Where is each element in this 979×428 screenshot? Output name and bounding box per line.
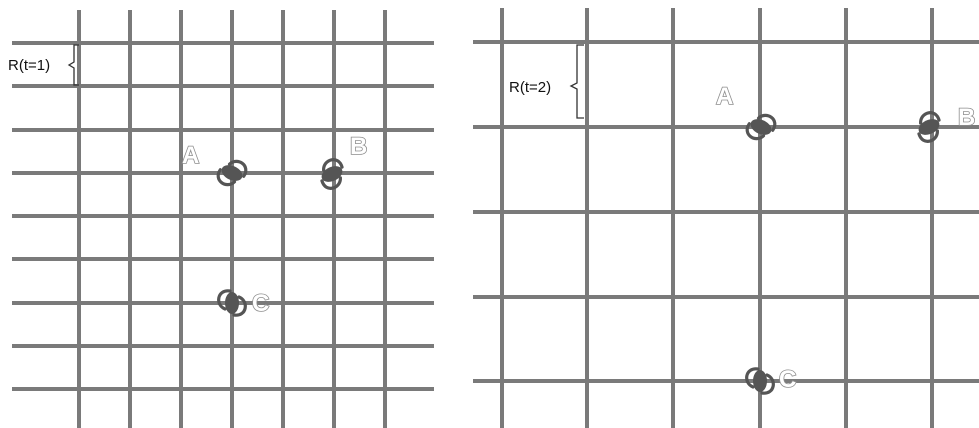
galaxy-a: A (182, 142, 249, 190)
panel-t1: R(t=1) A B C (8, 10, 434, 428)
scale-marker-t1: R(t=1) (8, 45, 79, 85)
galaxy-b: B (315, 133, 367, 191)
galaxy-label: B (350, 133, 367, 160)
galaxy-c: C (747, 366, 797, 393)
galaxy-label: C (779, 366, 796, 393)
scale-bracket (571, 45, 584, 118)
grid-t2 (473, 8, 979, 428)
scale-label: R(t=1) (8, 57, 50, 74)
grid-t1 (12, 10, 434, 428)
galaxy-a: A (716, 83, 778, 144)
scale-marker-t2: R(t=2) (509, 45, 584, 118)
galaxy-label: B (958, 104, 975, 131)
scale-label: R(t=2) (509, 79, 551, 96)
galaxy-label: C (252, 290, 269, 317)
galaxy-label: A (716, 83, 733, 110)
galaxy-label: A (182, 142, 199, 169)
panel-t2: R(t=2) A B C (473, 8, 979, 428)
galaxy-b: B (912, 104, 975, 144)
galaxy-c: C (219, 290, 270, 317)
